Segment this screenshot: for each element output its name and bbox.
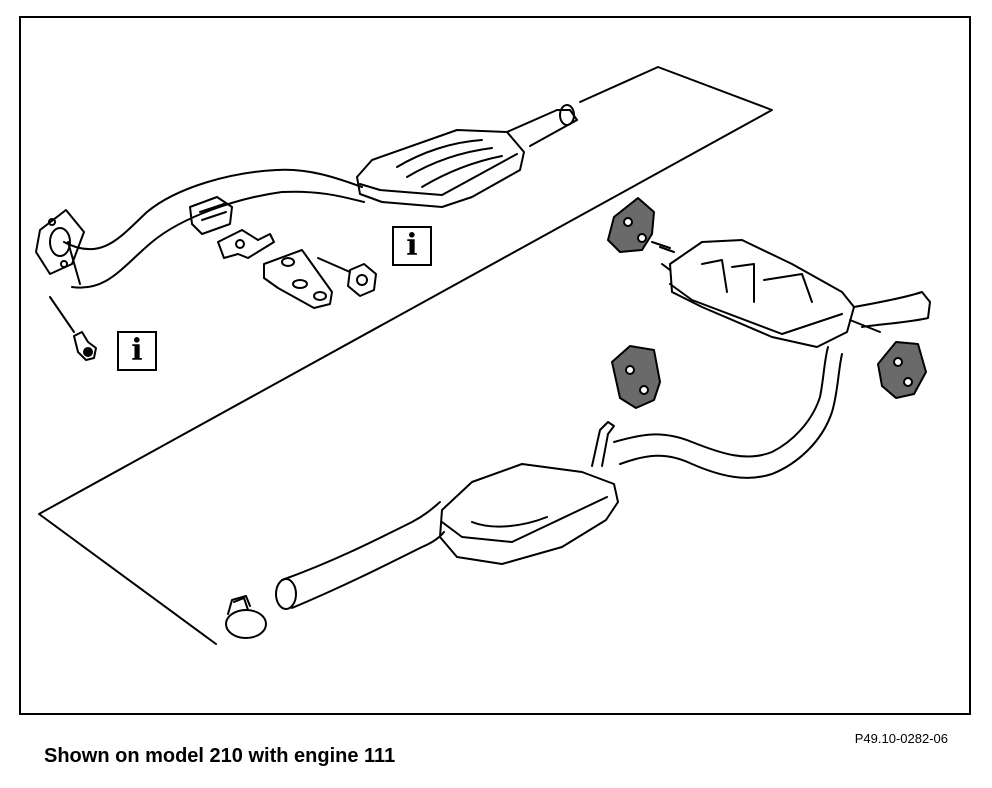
info-icon: i	[392, 226, 432, 266]
figure-reference-code: P49.10-0282-06	[854, 731, 948, 746]
rubber-mount-middle	[611, 345, 661, 409]
assembly-plane-outline	[38, 66, 773, 645]
tail-pipe	[849, 291, 931, 333]
hanger-rod	[591, 421, 615, 467]
rubber-mount-upper	[607, 197, 655, 253]
bracket-bolt-assembly	[217, 229, 275, 259]
front-exhaust-pipe	[63, 168, 365, 289]
intermediate-pipe	[275, 501, 445, 610]
info-marker-glyph: i	[406, 228, 418, 263]
nut-leader-line	[317, 257, 351, 273]
front-muffler	[439, 463, 619, 565]
catalytic-converter	[356, 104, 578, 208]
info-marker-glyph: i	[131, 333, 143, 368]
rear-connecting-pipe	[613, 346, 843, 479]
front-pipe-flange	[35, 209, 85, 275]
self-locking-nut	[347, 263, 377, 297]
info-icon: i	[117, 331, 157, 371]
mounting-strap	[263, 249, 333, 309]
pipe-bracket	[189, 196, 233, 235]
rear-muffler	[659, 239, 855, 348]
figure-caption: Shown on model 210 with engine 111	[44, 745, 396, 767]
exhaust-system-drawing	[35, 66, 931, 645]
pipe-clamp	[225, 595, 267, 639]
diagram-frame: i i	[19, 16, 971, 715]
mount-leader-upper	[651, 241, 671, 249]
flange-bolt	[73, 331, 97, 361]
bolt-leader-line	[49, 296, 75, 333]
rubber-mount-rear	[877, 341, 927, 399]
